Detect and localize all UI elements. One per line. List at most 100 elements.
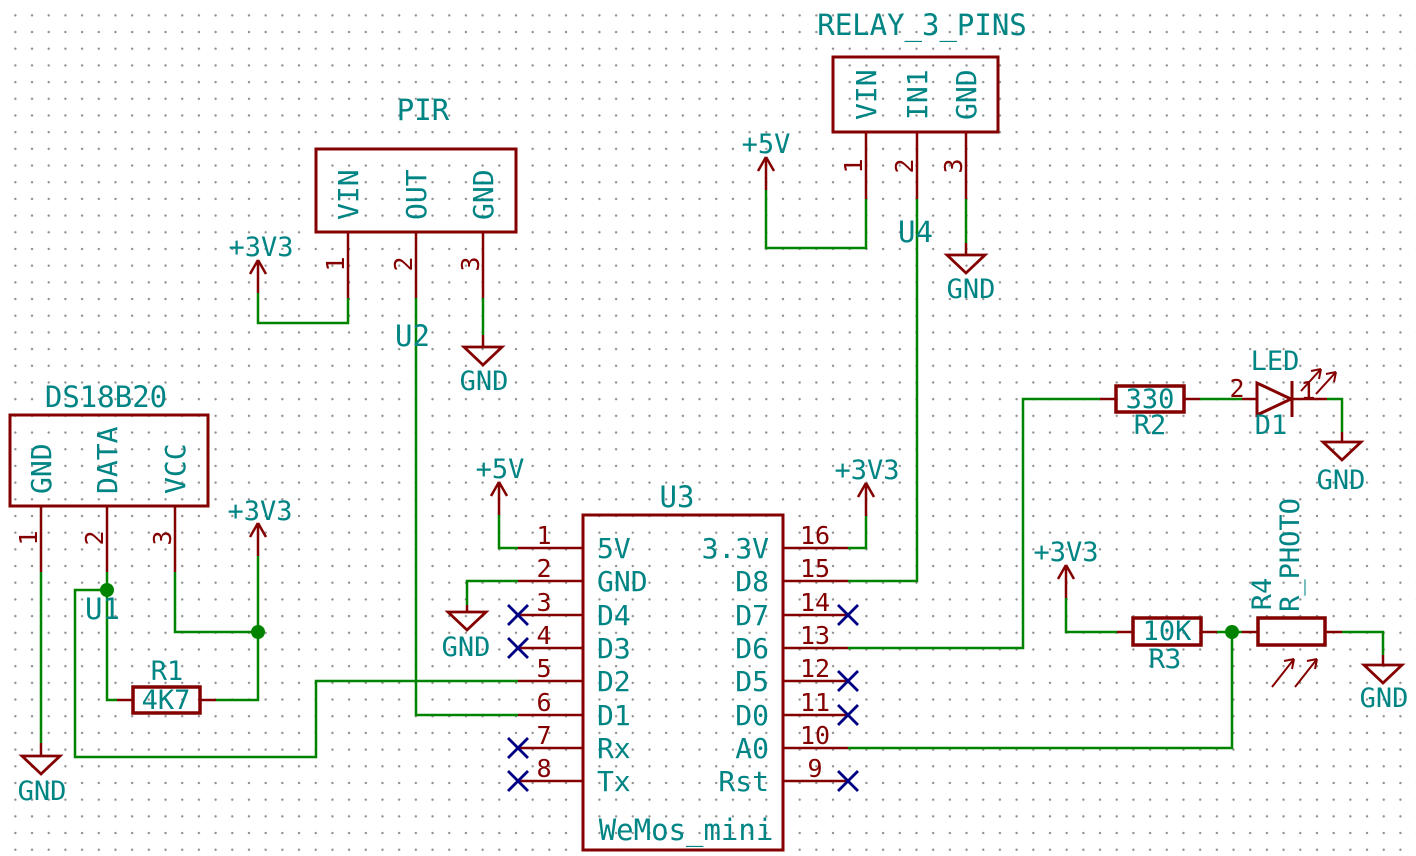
wemos-pin-12-number: 12 <box>800 654 830 683</box>
wire-pir-vin-to-3v3[interactable] <box>256 293 350 325</box>
r2-resistor[interactable]: 330 R2 <box>1100 384 1200 441</box>
gnd-label: GND <box>1317 465 1366 496</box>
ds18b20-pin2-name: DATA <box>91 426 124 494</box>
relay-component[interactable]: RELAY_3_PINS U4 VIN IN1 GND 1 2 3 <box>817 8 1027 249</box>
wemos-value[interactable]: WeMos_mini <box>599 813 774 848</box>
r3-ref[interactable]: R3 <box>1149 644 1182 675</box>
wemos-component[interactable]: U3 WeMos_mini 5V GND D4 D3 D2 D1 Rx Tx 1… <box>518 480 848 852</box>
r1-resistor[interactable]: R1 4K7 <box>117 656 216 716</box>
pir-ref[interactable]: U2 <box>395 319 430 353</box>
gnd-triangle <box>444 610 490 632</box>
wemos-pin-15-number: 15 <box>800 554 830 583</box>
ds18b20-ref[interactable]: U1 <box>85 592 120 626</box>
no-connect-rst <box>837 770 859 792</box>
r1-ref[interactable]: R1 <box>151 656 184 687</box>
wire-r1-right-to-3v3[interactable] <box>216 632 260 702</box>
wire-ds-data-vertical[interactable] <box>105 572 117 702</box>
wemos-pin-14-number: 14 <box>800 588 830 617</box>
gnd-symbol-pir[interactable]: GND <box>460 335 509 397</box>
wire-data-to-d2[interactable] <box>73 588 518 759</box>
wemos-pin-8-name: Tx <box>597 765 631 798</box>
r3-value[interactable]: 10K <box>1143 616 1193 647</box>
wire-r4-to-gnd[interactable] <box>1342 630 1385 655</box>
relay-body <box>831 55 1000 134</box>
wire-d6-to-r2[interactable] <box>848 397 1100 650</box>
gnd-symbol-relay[interactable]: GND <box>943 243 996 305</box>
r4-body <box>1256 616 1327 647</box>
d1-led[interactable]: LED D1 2 1 <box>1229 346 1337 441</box>
wire-relay-vin-to-5v[interactable] <box>764 190 868 250</box>
relay-pin3-name: GND <box>950 69 983 120</box>
r4-value[interactable]: R_PHOTO <box>1275 498 1306 612</box>
r4-ref[interactable]: R4 <box>1247 578 1278 611</box>
wemos-pin-9-name: Rst <box>718 765 769 798</box>
wire-wemos-gnd[interactable] <box>465 579 518 605</box>
wemos-pin-5-name: D2 <box>597 665 631 698</box>
wemos-pin-14-name: D7 <box>735 599 769 632</box>
pir-pin3-name: GND <box>467 169 500 220</box>
wemos-pin-3-name: D4 <box>597 599 631 632</box>
wemos-pin-7-number: 7 <box>536 721 551 750</box>
gnd-symbol-wemos[interactable]: GND <box>442 605 491 663</box>
power-label: +3V3 <box>834 455 899 486</box>
wire-pir-out-to-d1[interactable] <box>414 298 518 717</box>
power-label: +3V3 <box>227 496 292 527</box>
power-flag-3v3-wemos[interactable]: +3V3 <box>834 455 900 516</box>
wemos-pin-9-number: 9 <box>807 754 822 783</box>
relay-pin1-number: 1 <box>839 158 868 173</box>
power-flag-3v3-ds18b20[interactable]: +3V3 <box>227 496 293 556</box>
led-name[interactable]: LED <box>1251 346 1300 377</box>
power-flag-5v-relay[interactable]: +5V <box>742 129 791 190</box>
wire-wemos-5v[interactable] <box>497 515 518 550</box>
gnd-symbol-ds18b20[interactable]: GND <box>18 743 67 807</box>
pir-component[interactable]: PIR U2 VIN OUT GND 1 2 3 <box>314 93 518 353</box>
gnd-symbol-led[interactable]: GND <box>1317 432 1366 496</box>
wemos-pin-13-name: D6 <box>735 632 769 665</box>
ds18b20-pin2-number: 2 <box>80 530 109 545</box>
r1-value[interactable]: 4K7 <box>142 685 191 716</box>
wire-led-to-gnd[interactable] <box>1327 397 1344 432</box>
gnd-label: GND <box>442 632 491 663</box>
d1-ref[interactable]: D1 <box>1255 410 1288 441</box>
power-flag-3v3-pir[interactable]: +3V3 <box>228 232 294 293</box>
ds18b20-component[interactable]: DS18B20 U1 GND DATA VCC 1 2 3 <box>8 380 210 626</box>
power-flag-5v-wemos[interactable]: +5V <box>476 454 525 515</box>
pir-pin1-number: 1 <box>321 256 350 271</box>
r2-ref[interactable]: R2 <box>1134 410 1167 441</box>
relay-pin3-number: 3 <box>939 158 968 173</box>
r2-value[interactable]: 330 <box>1126 384 1175 415</box>
pir-pin2-number: 2 <box>389 256 418 271</box>
ds18b20-pin1-number: 1 <box>14 530 43 545</box>
gnd-label: GND <box>947 274 996 305</box>
r4-photoresistor[interactable]: R4 R_PHOTO <box>1242 498 1342 688</box>
power-flag-3v3-r3[interactable]: +3V3 <box>1033 537 1099 598</box>
led-pin1-number: 1 <box>1300 376 1315 405</box>
wire-ds-vcc[interactable] <box>173 572 258 634</box>
wire-a0-to-divider[interactable] <box>848 632 1234 750</box>
ds18b20-pin3-name: VCC <box>159 443 192 494</box>
gnd-symbol-r4[interactable]: GND <box>1360 655 1409 714</box>
power-arrow <box>248 522 268 556</box>
gnd-label: GND <box>1360 683 1409 714</box>
wemos-pin-12-name: D5 <box>735 665 769 698</box>
wemos-pin-10-number: 10 <box>800 721 830 750</box>
no-connect-d3 <box>507 637 529 659</box>
power-arrow <box>756 156 776 190</box>
r3-resistor[interactable]: 10K R3 <box>1117 616 1217 675</box>
wemos-pin-2-number: 2 <box>536 554 551 583</box>
wire-wemos-3v3[interactable] <box>848 516 868 550</box>
wire-3v3-to-r3[interactable] <box>1064 598 1117 634</box>
wemos-pin-3-number: 3 <box>536 588 551 617</box>
relay-pin2-number: 2 <box>890 158 919 173</box>
ds18b20-title[interactable]: DS18B20 <box>45 380 167 414</box>
r3-body <box>1131 616 1203 647</box>
r4-light-arrow-1 <box>1271 658 1295 688</box>
relay-title[interactable]: RELAY_3_PINS <box>817 8 1027 43</box>
junction-data <box>100 583 114 597</box>
pir-title[interactable]: PIR <box>397 93 450 127</box>
power-arrow <box>489 481 509 515</box>
wemos-ref[interactable]: U3 <box>660 480 695 514</box>
wire-relay-in1-to-d8[interactable] <box>848 199 919 583</box>
relay-ref[interactable]: U4 <box>898 215 933 249</box>
